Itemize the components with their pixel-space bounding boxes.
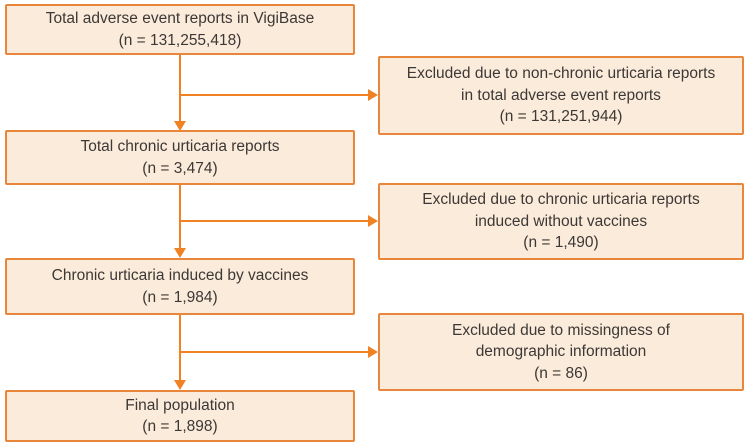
flow-box-excluded-without-vaccines: Excluded due to chronic urticaria report…	[378, 183, 744, 260]
flow-box-excluded-missing-demographics: Excluded due to missingness of demograph…	[378, 313, 744, 391]
arrow-shaft	[179, 55, 181, 122]
flow-box-chronic-urticaria-vaccines: Chronic urticaria induced by vaccines (n…	[5, 258, 355, 315]
flow-box-final-population: Final population (n = 1,898)	[5, 390, 355, 442]
arrow-head	[174, 380, 186, 390]
flow-box-excluded-non-chronic: Excluded due to non-chronic urticaria re…	[378, 56, 744, 135]
flow-box-total-adverse-events: Total adverse event reports in VigiBase …	[5, 4, 355, 55]
flow-box-total-chronic-urticaria: Total chronic urticaria reports (n = 3,4…	[5, 130, 355, 185]
arrow-head	[368, 215, 378, 227]
arrow-head	[174, 248, 186, 258]
arrow-shaft	[179, 315, 181, 381]
arrow-shaft	[180, 220, 369, 222]
arrow-shaft	[180, 351, 369, 353]
arrow-head	[174, 121, 186, 131]
arrow-head	[368, 346, 378, 358]
arrow-shaft	[179, 185, 181, 249]
arrow-head	[368, 89, 378, 101]
arrow-shaft	[180, 94, 369, 96]
